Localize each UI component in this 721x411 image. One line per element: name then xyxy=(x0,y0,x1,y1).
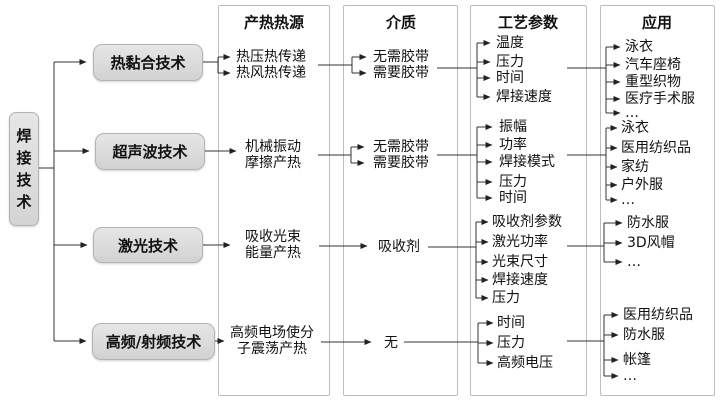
parameter-item: 振幅 xyxy=(499,119,527,135)
parameter-item: 压力 xyxy=(496,54,524,70)
application-item: … xyxy=(623,368,637,384)
parameter-item: 焊接模式 xyxy=(499,154,555,170)
parameter-item: 温度 xyxy=(496,35,524,51)
parameter-item: 压力 xyxy=(497,335,525,351)
application-item: … xyxy=(627,254,641,270)
medium-item: 无需胶带 xyxy=(373,49,429,65)
parameter-item: 压力 xyxy=(499,174,527,190)
application-item: 防水服 xyxy=(623,327,665,343)
panel-applications xyxy=(600,5,715,396)
heat-source-item: 热风热传递 xyxy=(236,65,306,81)
tech-node-ultrasonic: 超声波技术 xyxy=(95,133,205,170)
tech-node-label: 热黏合技术 xyxy=(110,54,186,72)
parameter-item: 焊接速度 xyxy=(496,89,552,105)
medium-item: 无需胶带 xyxy=(373,139,429,155)
parameter-item: 光束尺寸 xyxy=(492,254,548,270)
application-item: … xyxy=(625,105,639,121)
application-item: 汽车座椅 xyxy=(625,57,681,73)
parameter-item: 高频电压 xyxy=(497,355,553,371)
tech-node-hf-rf: 高频/射频技术 xyxy=(92,323,215,360)
heat-source-item: 吸收光束 能量产热 xyxy=(245,229,301,261)
application-item: 重型织物 xyxy=(625,74,681,90)
application-item: 泳衣 xyxy=(621,120,649,136)
parameter-item: 激光功率 xyxy=(492,234,548,250)
application-item: 3D风帽 xyxy=(627,235,675,251)
parameter-item: 时间 xyxy=(496,70,524,86)
application-item: … xyxy=(621,192,635,208)
medium-item: 吸收剂 xyxy=(378,239,420,255)
tech-node-label: 激光技术 xyxy=(117,236,178,255)
application-item: 防水服 xyxy=(627,215,669,231)
root-node-label: 焊接技术 xyxy=(16,127,32,211)
heat-source-item: 机械振动 摩擦产热 xyxy=(245,139,301,171)
tech-node-label: 高频/射频技术 xyxy=(105,333,202,351)
tech-node-label: 超声波技术 xyxy=(112,143,188,161)
column-header-heat-source: 产热热源 xyxy=(243,13,305,32)
application-item: 医用纺织品 xyxy=(623,307,693,323)
column-header-applications: 应用 xyxy=(641,13,673,32)
application-item: 医用纺织品 xyxy=(621,140,691,156)
parameter-item: 吸收剂参数 xyxy=(492,214,562,230)
tech-node-laser: 激光技术 xyxy=(93,227,203,263)
medium-item: 无 xyxy=(384,335,398,351)
column-header-parameters: 工艺参数 xyxy=(497,13,559,32)
parameter-item: 功率 xyxy=(499,137,527,153)
medium-item: 需要胶带 xyxy=(373,155,429,171)
heat-source-item: 热压热传递 xyxy=(236,49,306,65)
heat-source-item: 高频电场使分 子震荡产热 xyxy=(230,325,314,357)
application-item: 户外服 xyxy=(621,177,663,193)
panel-heat-source xyxy=(218,5,330,396)
medium-item: 需要胶带 xyxy=(373,65,429,81)
parameter-item: 焊接速度 xyxy=(492,272,548,288)
application-item: 帐篷 xyxy=(623,352,651,368)
parameter-item: 时间 xyxy=(497,315,525,331)
application-item: 医疗手术服 xyxy=(625,91,695,107)
root-node-welding-technology: 焊接技术 xyxy=(9,112,39,226)
tech-node-thermal-bonding: 热黏合技术 xyxy=(93,44,203,81)
column-header-medium: 介质 xyxy=(385,13,417,32)
application-item: 家纺 xyxy=(621,159,649,175)
parameter-item: 时间 xyxy=(499,190,527,206)
parameter-item: 压力 xyxy=(492,290,520,306)
application-item: 泳衣 xyxy=(625,39,653,55)
